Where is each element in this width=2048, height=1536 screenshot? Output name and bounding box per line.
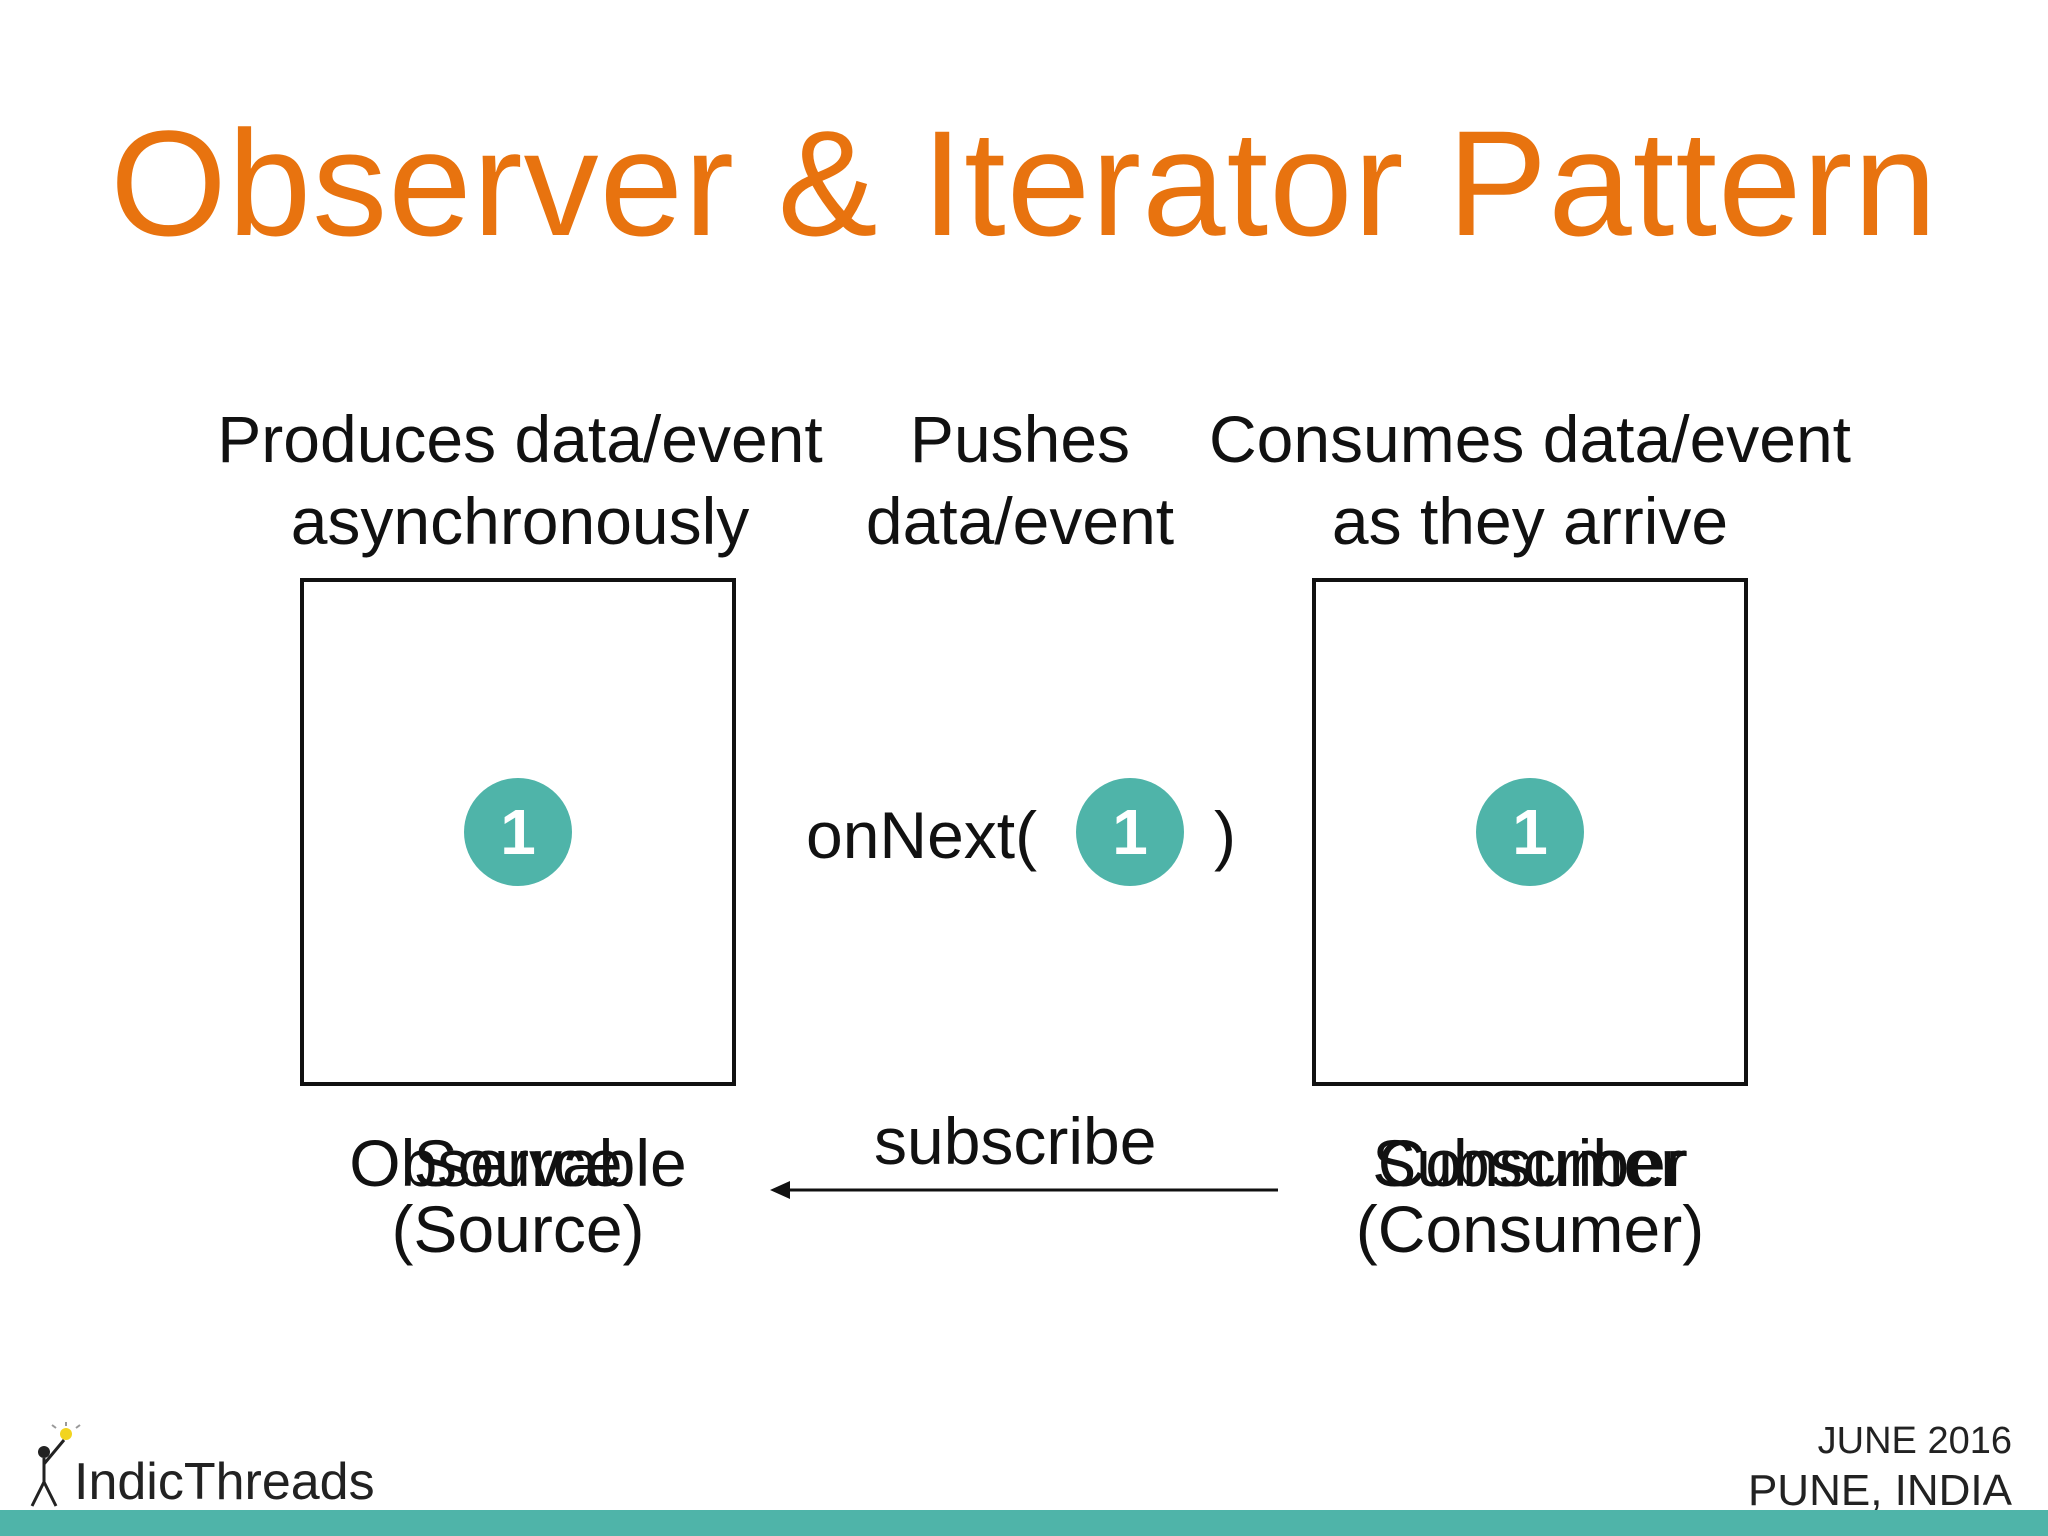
consumed-data-token: 1 (1476, 778, 1584, 886)
event-date: JUNE 2016 (1817, 1420, 2012, 1462)
event-location: PUNE, INDIA (1747, 1466, 2012, 1515)
event-info: JUNE 2016 PUNE, INDIA (1748, 1418, 2012, 1518)
slide-title: Observer & Iterator Pattern (110, 99, 1938, 267)
consumer-caption: Consumes data/event as they arrive (1180, 398, 1880, 562)
onnext-open: onNext( (806, 798, 1038, 872)
subscriber-label: Subscriber Consumer (Consumer) (1280, 1130, 1780, 1262)
source-caption: Produces data/event asynchronously (190, 398, 850, 562)
brand-name: IndicThreads (74, 1453, 375, 1511)
source-caption-line-2: asynchronously (290, 484, 750, 558)
onnext-close: ) (1214, 798, 1236, 872)
source-data-token: 1 (464, 778, 572, 886)
subscriber-label-consumer: (Consumer) (1355, 1192, 1705, 1266)
observable-label-overlap: Observable Source (268, 1130, 768, 1196)
subscriber-label-second-line: (Consumer) (1280, 1196, 1780, 1262)
push-caption: Pushes data/event (840, 398, 1200, 562)
observable-label-source: (Source) (391, 1192, 645, 1266)
observable-label: Observable Source (Source) (268, 1130, 768, 1262)
subscribe-label: subscribe (874, 1104, 1157, 1178)
subscriber-label-text: Subscriber (1372, 1126, 1688, 1200)
subscriber-label-overlap: Subscriber Consumer (1280, 1130, 1780, 1196)
observable-label-second-line: (Source) (268, 1196, 768, 1262)
push-caption-line-2: data/event (865, 484, 1175, 558)
source-caption-line-1: Produces data/event (217, 402, 823, 476)
indicthreads-logo-icon (30, 1422, 81, 1507)
observable-label-text: Observable (349, 1126, 687, 1200)
consumer-caption-line-1: Consumes data/event (1208, 402, 1852, 476)
bottom-accent-bar (0, 1510, 2048, 1536)
consumer-caption-line-2: as they arrive (1331, 484, 1729, 558)
pushed-data-token: 1 (1076, 778, 1184, 886)
observable-label-ghost-text: Source (413, 1126, 623, 1200)
subscribe-arrow (770, 1181, 1278, 1199)
subscribe-arrow-head (770, 1181, 790, 1199)
push-caption-line-1: Pushes (909, 402, 1131, 476)
subscriber-label-ghost-text: Consumer (1377, 1126, 1683, 1200)
